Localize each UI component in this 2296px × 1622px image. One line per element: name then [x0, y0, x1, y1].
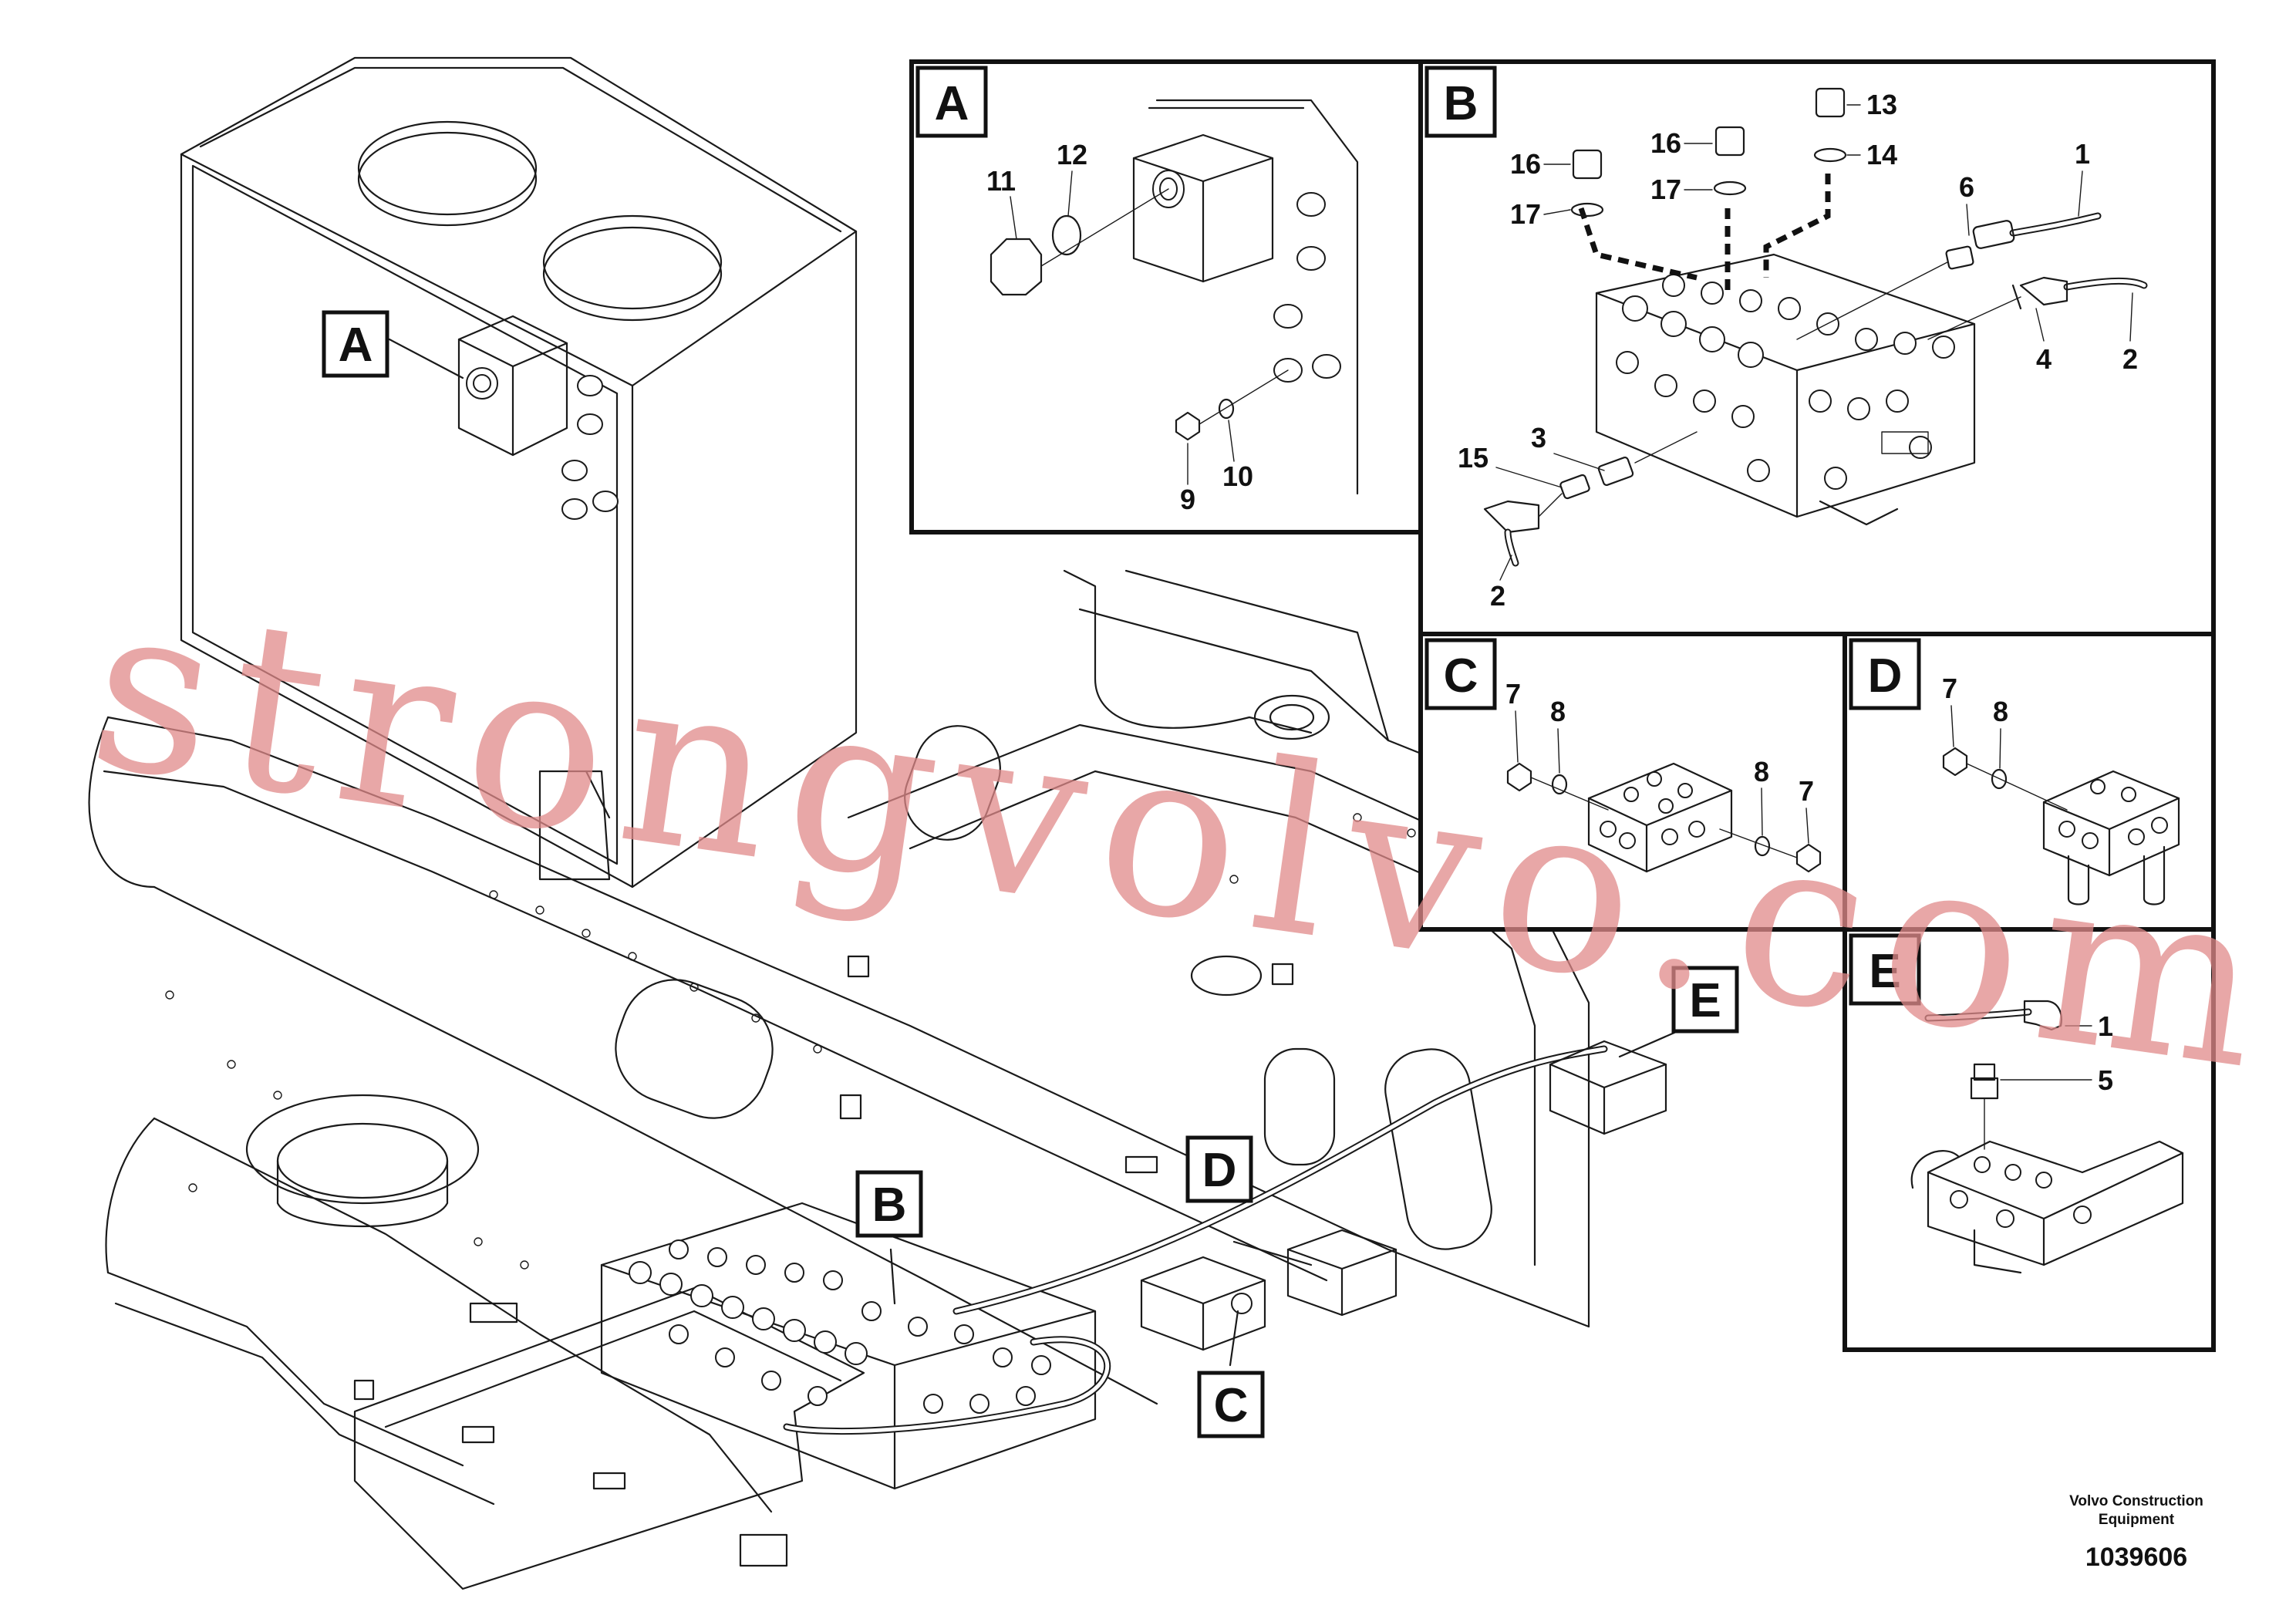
figure-number: 1039606: [2085, 1543, 2187, 1572]
frame-holes: [165, 813, 1416, 1270]
callout-e-label: E: [1689, 974, 1721, 1027]
control-valve-assembly: [600, 1202, 1097, 1490]
part-number: 16: [1650, 127, 1681, 159]
part-number: 16: [1510, 148, 1541, 180]
part-number: 8: [1993, 696, 2008, 727]
part-number: 15: [1458, 442, 1489, 474]
part-number: 12: [1057, 139, 1087, 170]
part-number: 11: [986, 165, 1016, 197]
detail-panel-b: B: [1418, 59, 2216, 636]
detail-panel-a: A 11 12 9 10: [909, 59, 1423, 534]
part-number: 3: [1531, 422, 1546, 454]
block-e-main: [1549, 1040, 1667, 1135]
callout-c-main: C: [1197, 1371, 1265, 1438]
part-number: 1: [2098, 1010, 2113, 1042]
part-number: 6: [1959, 171, 1974, 203]
callout-e-main: E: [1671, 966, 1739, 1034]
callout-b-label: B: [872, 1179, 907, 1232]
panel-b-title: B: [1444, 77, 1478, 130]
detail-panel-c: C 7 8 8 7: [1418, 632, 1847, 932]
block-c-main: [1140, 1256, 1266, 1351]
part-number: 17: [1650, 174, 1681, 205]
company-name-line2: Equipment: [2099, 1512, 2175, 1528]
part-number: 14: [1866, 139, 1897, 170]
callout-a-label: A: [339, 319, 373, 372]
block-d-main: [1286, 1229, 1397, 1317]
part-number: 17: [1510, 198, 1541, 230]
part-number: 8: [1550, 696, 1566, 727]
callout-c-label: C: [1214, 1379, 1249, 1432]
callout-a-main: A: [322, 310, 389, 378]
hydraulic-tank: [180, 56, 858, 889]
part-number: 1: [2075, 138, 2090, 170]
part-number: 13: [1866, 89, 1897, 120]
valve-b-fittings: [1616, 274, 1955, 490]
hydraulic-hoses: [783, 1045, 1608, 1435]
company-name-line1: Volvo Construction: [2069, 1493, 2203, 1509]
valve-fittings: [629, 1239, 1051, 1414]
part-number: 4: [2036, 343, 2052, 375]
detail-panel-e: E 1 5: [1843, 927, 2216, 1352]
part-number: 10: [1222, 460, 1253, 492]
part-number: 2: [1490, 580, 1505, 612]
part-number: 5: [2098, 1064, 2113, 1096]
panel-c-title: C: [1444, 649, 1478, 703]
part-number: 7: [1505, 678, 1521, 710]
callout-b-main: B: [855, 1170, 923, 1238]
callout-d-main: D: [1185, 1135, 1253, 1203]
part-number: 7: [1942, 673, 1957, 704]
callout-d-label: D: [1202, 1144, 1237, 1197]
part-number: 2: [2122, 343, 2138, 375]
part-number: 7: [1799, 775, 1814, 807]
footer: Volvo Construction Equipment 1039606: [2069, 1493, 2203, 1572]
panel-a-title: A: [935, 77, 969, 130]
panel-e-title: E: [1869, 945, 1900, 998]
panel-d-title: D: [1868, 649, 1903, 703]
part-number: 9: [1180, 484, 1195, 515]
part-number: 8: [1754, 756, 1769, 787]
